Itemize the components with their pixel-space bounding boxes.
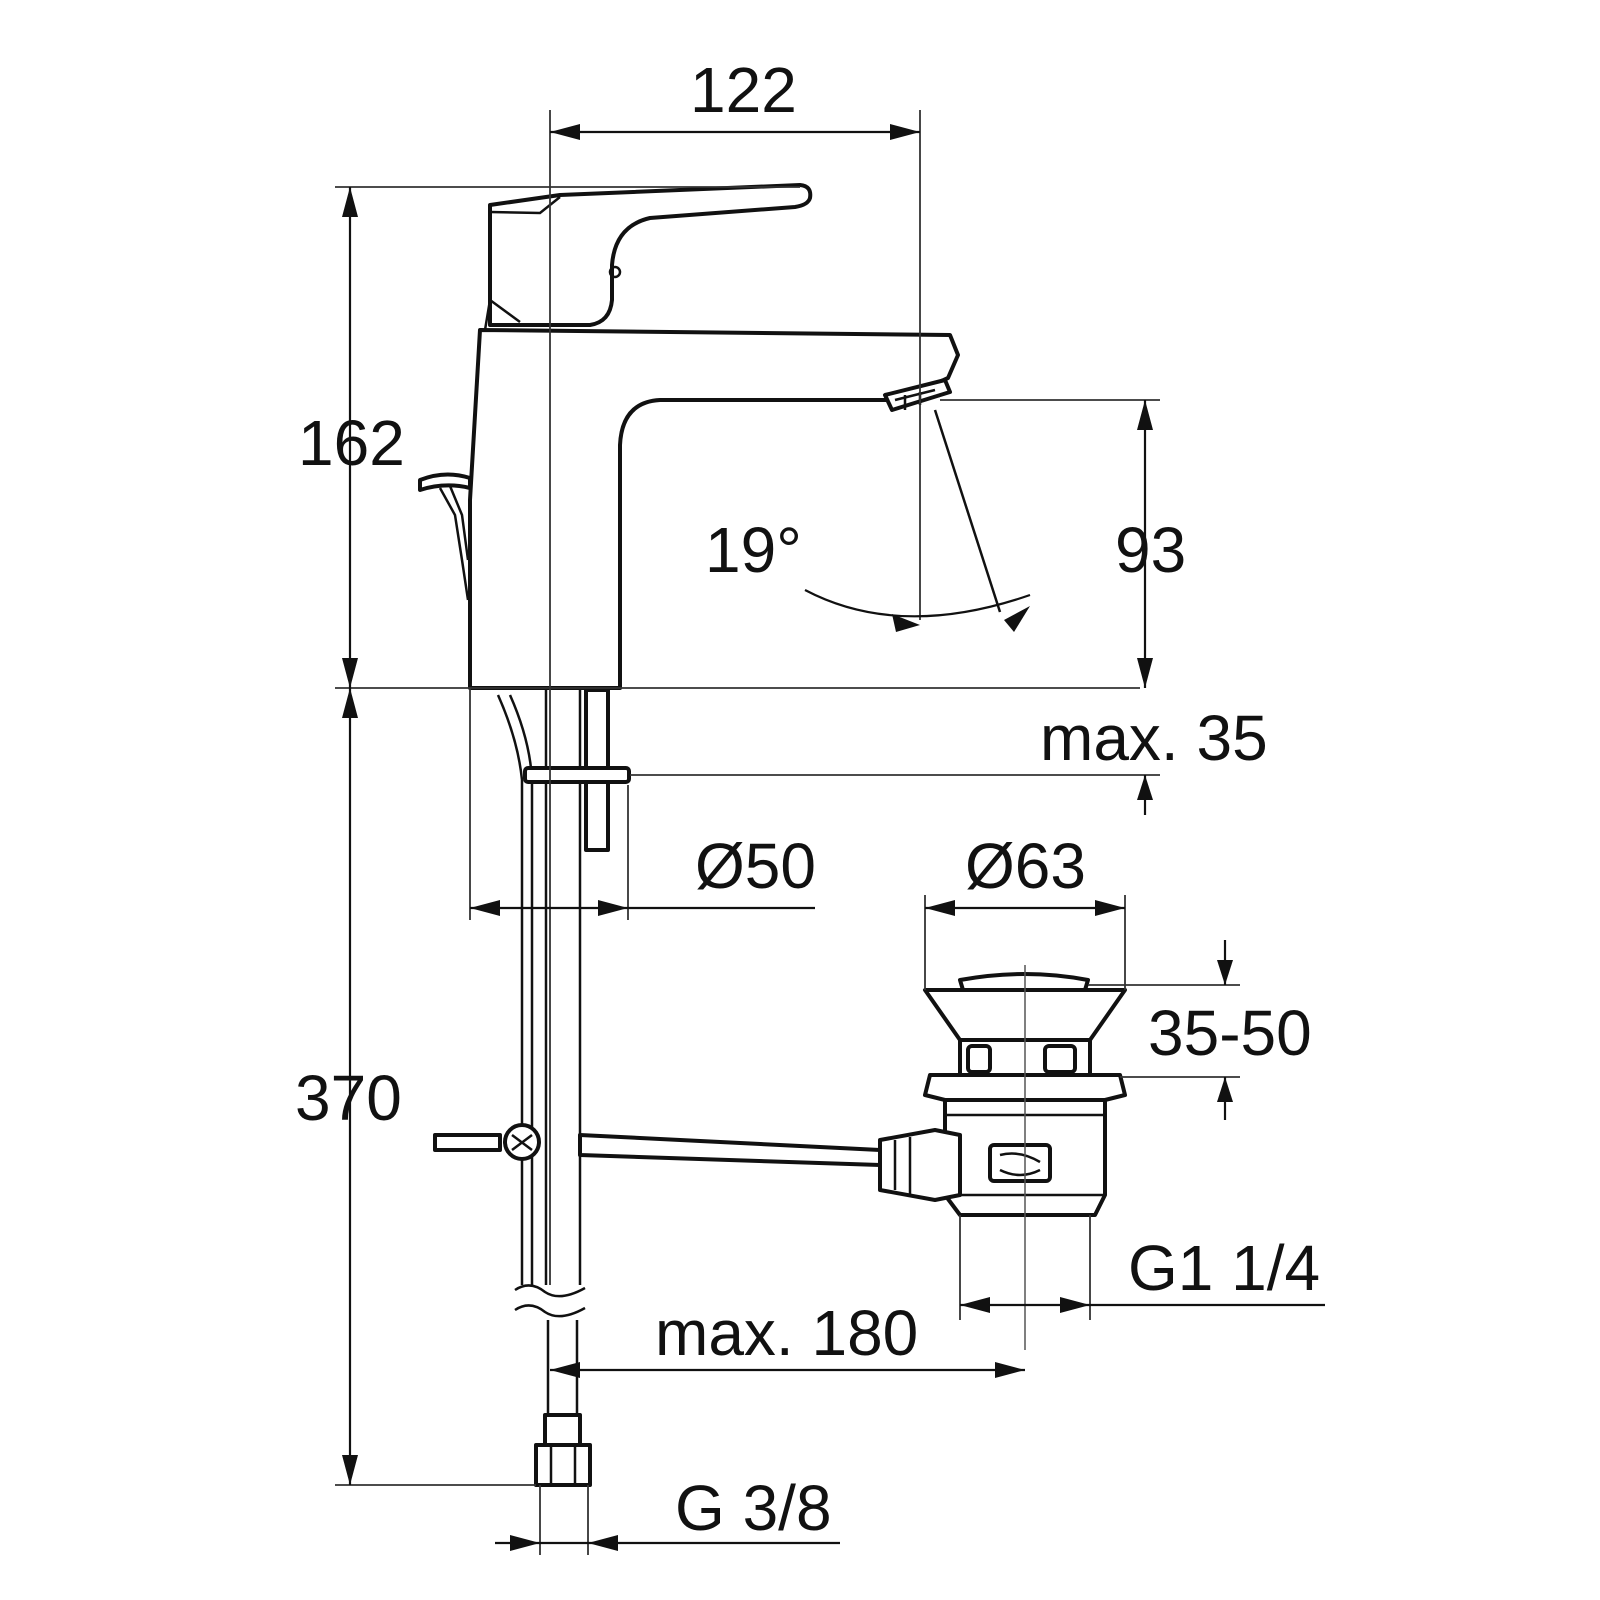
dim-spout-93: 93 <box>1115 514 1186 586</box>
supply-nut <box>534 1443 592 1487</box>
dimension-lines <box>335 110 1325 1555</box>
dim-width-122: 122 <box>690 54 797 126</box>
waste-valve <box>878 965 1127 1350</box>
popup-linkage <box>433 1123 882 1167</box>
dim-diameter-50: Ø50 <box>695 830 816 902</box>
dim-thread-g3-8: G 3/8 <box>675 1472 832 1544</box>
waste-side-connector <box>878 1128 962 1202</box>
supply-hoses <box>496 688 631 1487</box>
dimension-labels: 122 162 93 19° max. 35 Ø50 Ø63 35-50 370… <box>295 54 1320 1544</box>
dim-angle-19: 19° <box>705 514 802 586</box>
plug-head <box>958 972 1090 992</box>
dim-max-180: max. 180 <box>655 1297 918 1369</box>
dim-height-162: 162 <box>298 407 405 479</box>
dim-range-35-50: 35-50 <box>1148 997 1312 1069</box>
dim-max-35: max. 35 <box>1040 702 1268 774</box>
fixing-washer <box>523 766 631 784</box>
dim-height-370: 370 <box>295 1062 402 1134</box>
lever-handle <box>488 183 813 327</box>
dim-thread-g1-1-4: G1 1/4 <box>1128 1232 1320 1304</box>
dim-diameter-63: Ø63 <box>965 830 1086 902</box>
faucet-main-body <box>468 328 960 690</box>
popup-rod-knob <box>418 472 472 492</box>
